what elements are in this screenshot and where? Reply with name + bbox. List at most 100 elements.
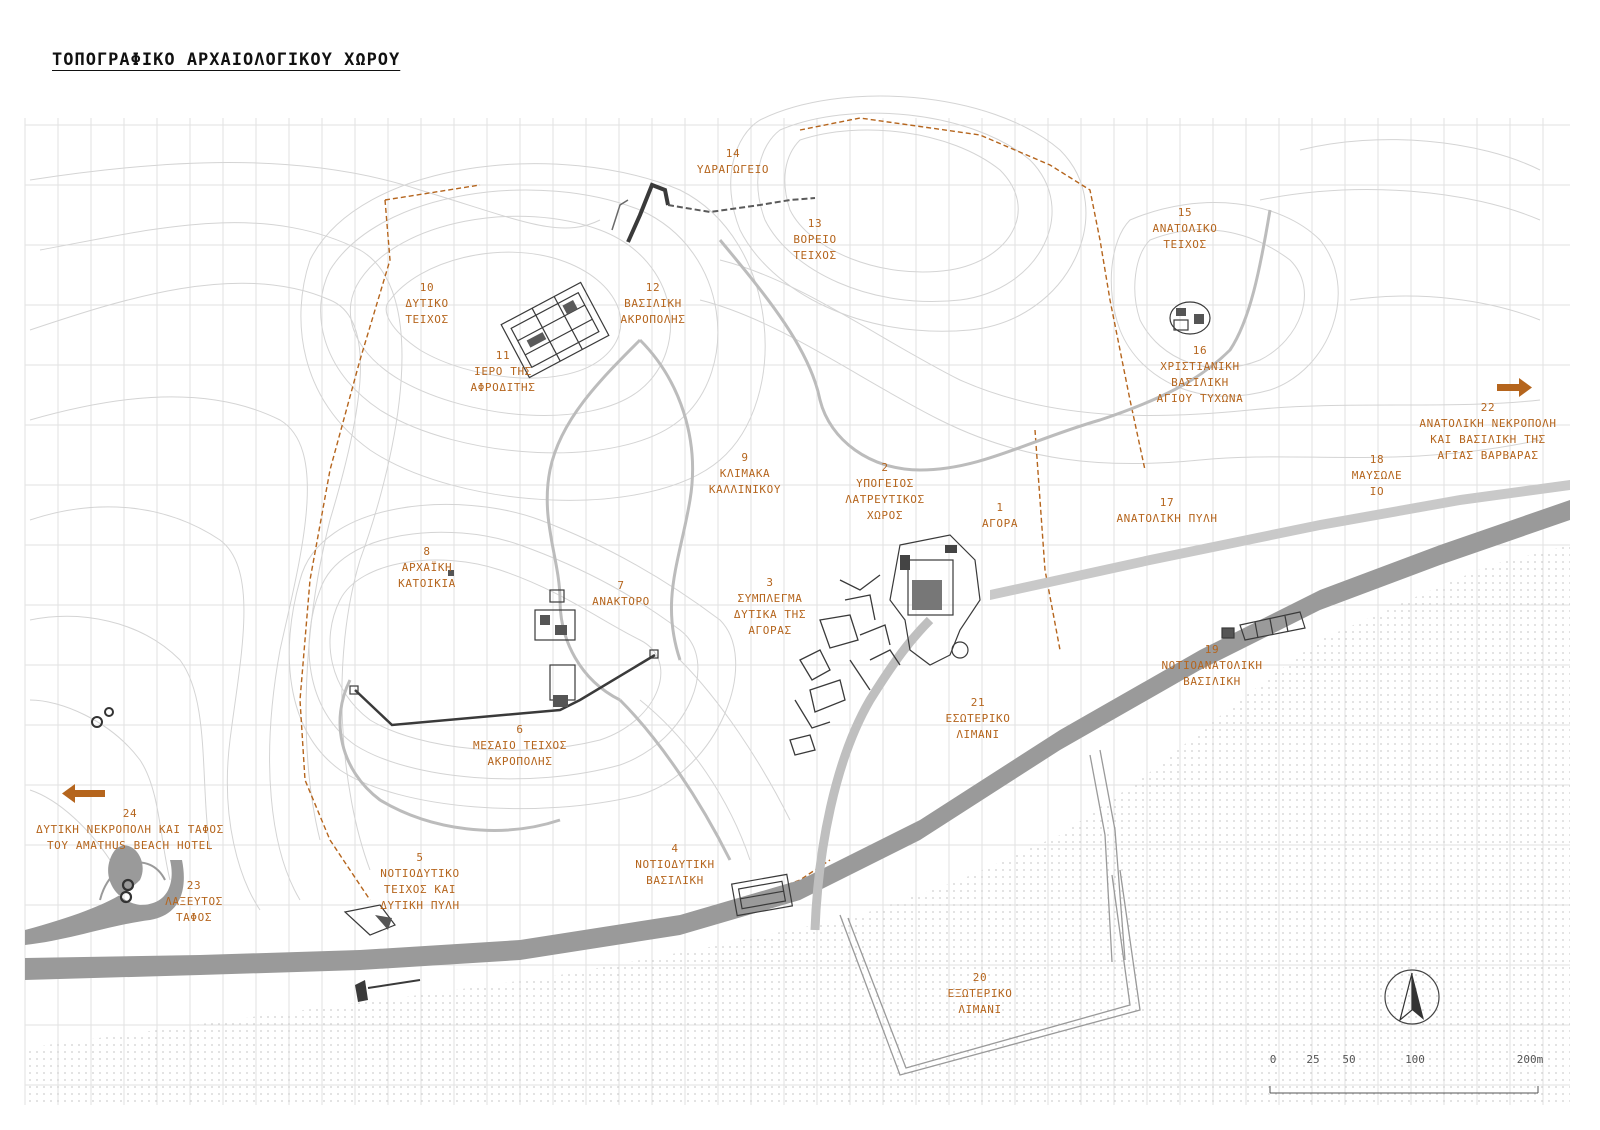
site-label-line: ΚΑΛΛΙΝΙΚΟΥ — [709, 483, 781, 496]
site-label-line: 10 — [420, 281, 434, 294]
site-label-line: ΒΟΡΕΙΟ — [793, 233, 836, 246]
site-label-line: ΔΥΤΙΚΗ ΠΥΛΗ — [380, 899, 459, 912]
ruin-archaic-house — [448, 570, 454, 576]
contour-lines — [29, 95, 1541, 911]
site-label-line: 3 — [766, 576, 773, 589]
arrow-right-icon — [1497, 378, 1532, 397]
site-label-line: ΣΥΜΠΛΕΓΜΑ — [737, 592, 802, 605]
site-label-line: 1 — [996, 501, 1003, 514]
site-label-line: ΑΝΑΤΟΛΙΚΗ ΝΕΚΡΟΠΟΛΗ — [1419, 417, 1556, 430]
ruin-agora — [889, 534, 981, 666]
ruin-southeast-basilica — [1221, 611, 1306, 641]
site-label-line: 12 — [646, 281, 660, 294]
site-label-line: ΑΓΙΟΥ ΤΥΧΩΝΑ — [1157, 392, 1244, 405]
site-label-line: ΚΑΤΟΙΚΙΑ — [398, 577, 456, 590]
site-label-line: 13 — [808, 217, 822, 230]
site-label-line: ΥΔΡΑΓΩΓΕΙΟ — [697, 163, 769, 176]
site-label-line: ΑΓΟΡΑΣ — [748, 624, 791, 637]
north-arrow-icon — [1384, 969, 1440, 1025]
site-label-line: 23 — [187, 879, 201, 892]
site-label-line: ΧΩΡΟΣ — [867, 509, 903, 522]
site-label-line: ΙΟ — [1370, 485, 1384, 498]
site-label-line: 11 — [496, 349, 510, 362]
north-east-wall — [799, 117, 1146, 471]
site-label-line: 20 — [973, 971, 987, 984]
site-label-line: ΑΝΑΤΟΛΙΚΗ ΠΥΛΗ — [1116, 512, 1217, 525]
site-label-line: ΑΡΧΑΪΚΗ — [402, 561, 453, 574]
tomb-rockcut-2 — [119, 890, 133, 904]
west-wall — [299, 199, 391, 901]
tomb-west-2 — [104, 707, 114, 717]
scale-tick-label: 50 — [1342, 1053, 1355, 1066]
site-label-line: ΒΑΣΙΛΙΚΗ — [1171, 376, 1229, 389]
site-label-line: ΚΑΙ ΒΑΣΙΛΙΚΗ ΤΗΣ — [1430, 433, 1546, 446]
scale-tick-label: 200m — [1517, 1053, 1544, 1066]
site-label-line: 24 — [123, 807, 137, 820]
site-label-line: ΕΣΩΤΕΡΙΚΟ — [945, 712, 1010, 725]
site-label-line: 17 — [1160, 496, 1174, 509]
site-label-line: ΑΚΡΟΠΟΛΗΣ — [487, 755, 552, 768]
site-label-line: ΒΑΣΙΛΙΚΗ — [624, 297, 682, 310]
ruin-middle-wall — [354, 653, 656, 727]
site-label-line: 19 — [1205, 643, 1219, 656]
scale-tick-label: 100 — [1405, 1053, 1425, 1066]
site-label-line: 5 — [416, 851, 423, 864]
site-label-line: 7 — [617, 579, 624, 592]
site-label-line: ΜΑΥΣΩΛΕ — [1352, 469, 1403, 482]
ruin-west-agora-complex — [789, 574, 901, 756]
site-label-line: ΚΛΙΜΑΚΑ — [720, 467, 771, 480]
site-label-line: ΛΑΞΕΥΤΟΣ — [165, 895, 223, 908]
site-label-line: 6 — [516, 723, 523, 736]
site-label-line: ΤΑΦΟΣ — [176, 911, 212, 924]
arrow-left-icon — [62, 784, 105, 803]
site-label-line: ΒΑΣΙΛΙΚΗ — [646, 874, 704, 887]
site-label-line: 21 — [971, 696, 985, 709]
site-label-line: ΒΑΣΙΛΙΚΗ — [1183, 675, 1241, 688]
site-label-line: ΔΥΤΙΚΗ ΝΕΚΡΟΠΟΛΗ ΚΑΙ ΤΑΦΟΣ — [36, 823, 224, 836]
map-title: ΤΟΠΟΓΡΑΦΙΚΟ ΑΡΧΑΙΟΛΟΓΙΚΟΥ ΧΩΡΟΥ — [52, 50, 401, 70]
site-label-line: ΝΟΤΙΟΔΥΤΙΚΟ — [380, 867, 459, 880]
site-label-line: ΛΑΤΡΕΥΤΙΚΟΣ — [845, 493, 924, 506]
site-label-line: ΛΙΜΑΝΙ — [956, 728, 999, 741]
site-label-line: ΑΦΡΟΔΙΤΗΣ — [470, 381, 535, 394]
ruin-west-gate — [343, 904, 396, 936]
ruin-middle-wall-tower — [549, 664, 576, 707]
site-label-line: 16 — [1193, 344, 1207, 357]
site-label-line: ΜΕΣΑΙΟ ΤΕΙΧΟΣ — [473, 739, 567, 752]
site-label-line: 8 — [423, 545, 430, 558]
ruin-palace — [534, 589, 576, 641]
site-label-line: ΛΙΜΑΝΙ — [958, 1003, 1001, 1016]
site-label-line: 4 — [671, 842, 678, 855]
site-label-line: ΙΕΡΟ ΤΗΣ — [474, 365, 532, 378]
site-label-line: 15 — [1178, 206, 1192, 219]
site-label-line: ΔΥΤΙΚΑ ΤΗΣ — [734, 608, 806, 621]
north-wall — [384, 184, 481, 201]
site-paths — [338, 209, 1272, 861]
site-label-line: 14 — [726, 147, 740, 160]
tomb-west-1 — [91, 716, 103, 728]
site-label-line: ΤΕΙΧΟΣ ΚΑΙ — [384, 883, 456, 896]
sea-area — [25, 545, 1570, 1105]
east-gate-wall — [1034, 429, 1061, 651]
